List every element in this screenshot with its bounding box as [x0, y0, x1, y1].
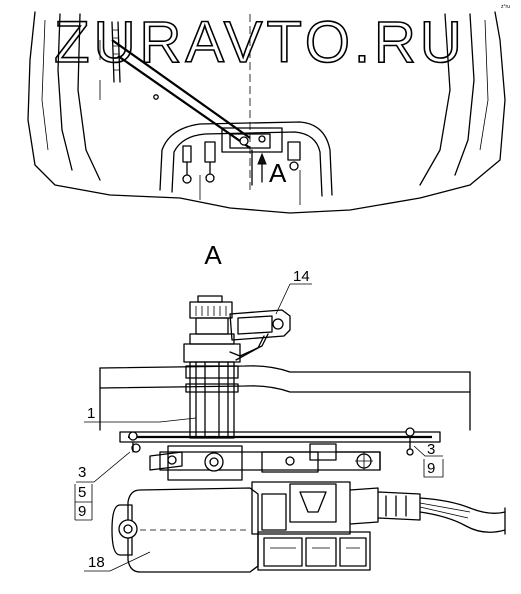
- callout-9-right: 9: [427, 460, 435, 477]
- callout-9-left: 9: [78, 503, 86, 520]
- watermark-text: ZURAVTO.RU: [54, 10, 466, 75]
- callout-14: 14: [293, 268, 310, 285]
- view-title: A: [204, 240, 222, 270]
- corner-mark: z°ru: [501, 4, 510, 10]
- callout-1: 1: [87, 405, 95, 422]
- callout-3-right: 3: [427, 441, 435, 458]
- callout-5-left: 5: [78, 484, 86, 501]
- callouts: 14 1 3 5 9 3 9 18: [74, 268, 444, 572]
- view-marker-label: A: [269, 158, 287, 188]
- callout-3-left: 3: [78, 464, 86, 481]
- overview-drawing: A: [27, 11, 506, 214]
- detail-view-a: [99, 295, 506, 573]
- callout-18: 18: [88, 554, 105, 571]
